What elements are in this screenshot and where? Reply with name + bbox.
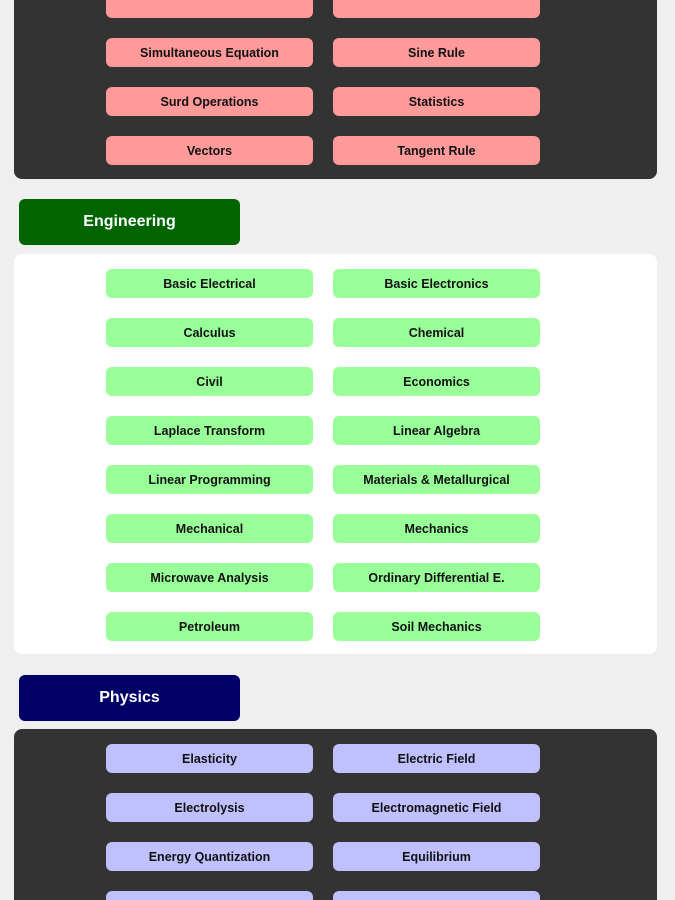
engineering-heading[interactable]: Engineering (19, 199, 240, 245)
engineering-topic-button[interactable]: Laplace Transform (106, 416, 313, 445)
physics-heading[interactable]: Physics (19, 675, 240, 721)
physics-topic-button[interactable]: Energy Quantization (106, 842, 313, 871)
maths-topics-grid: Simultaneous Equation Sine Rule Surd Ope… (106, 0, 540, 165)
maths-topic-button[interactable] (106, 0, 313, 18)
physics-topic-button[interactable]: Elasticity (106, 744, 313, 773)
physics-topics-grid: Elasticity Electric Field Electrolysis E… (106, 744, 540, 900)
engineering-topics-grid: Basic Electrical Basic Electronics Calcu… (106, 269, 540, 641)
maths-topic-button[interactable]: Sine Rule (333, 38, 540, 67)
engineering-topic-button[interactable]: Basic Electronics (333, 269, 540, 298)
engineering-topic-button[interactable]: Chemical (333, 318, 540, 347)
physics-topic-button[interactable]: Electric Field (333, 744, 540, 773)
engineering-topics-panel: Basic Electrical Basic Electronics Calcu… (14, 254, 657, 654)
maths-topic-button[interactable]: Simultaneous Equation (106, 38, 313, 67)
maths-topic-button[interactable]: Surd Operations (106, 87, 313, 116)
engineering-topic-button[interactable]: Mechanics (333, 514, 540, 543)
engineering-topic-button[interactable]: Economics (333, 367, 540, 396)
engineering-topic-button[interactable]: Mechanical (106, 514, 313, 543)
engineering-topic-button[interactable]: Ordinary Differential E. (333, 563, 540, 592)
maths-topic-button[interactable]: Vectors (106, 136, 313, 165)
engineering-topic-button[interactable]: Calculus (106, 318, 313, 347)
engineering-topic-button[interactable]: Materials & Metallurgical (333, 465, 540, 494)
engineering-topic-button[interactable]: Soil Mechanics (333, 612, 540, 641)
engineering-topic-button[interactable]: Civil (106, 367, 313, 396)
engineering-topic-button[interactable]: Linear Programming (106, 465, 313, 494)
physics-topic-button[interactable] (106, 891, 313, 900)
engineering-topic-button[interactable]: Linear Algebra (333, 416, 540, 445)
physics-topic-button[interactable]: Equilibrium (333, 842, 540, 871)
physics-topic-button[interactable]: Electromagnetic Field (333, 793, 540, 822)
maths-topic-button[interactable]: Tangent Rule (333, 136, 540, 165)
engineering-topic-button[interactable]: Petroleum (106, 612, 313, 641)
physics-topic-button[interactable] (333, 891, 540, 900)
maths-topic-button[interactable] (333, 0, 540, 18)
physics-topics-panel: Elasticity Electric Field Electrolysis E… (14, 729, 657, 900)
physics-topic-button[interactable]: Electrolysis (106, 793, 313, 822)
maths-topics-panel: Simultaneous Equation Sine Rule Surd Ope… (14, 0, 657, 179)
top-edge (0, 0, 14, 11)
engineering-topic-button[interactable]: Microwave Analysis (106, 563, 313, 592)
maths-topic-button[interactable]: Statistics (333, 87, 540, 116)
engineering-topic-button[interactable]: Basic Electrical (106, 269, 313, 298)
